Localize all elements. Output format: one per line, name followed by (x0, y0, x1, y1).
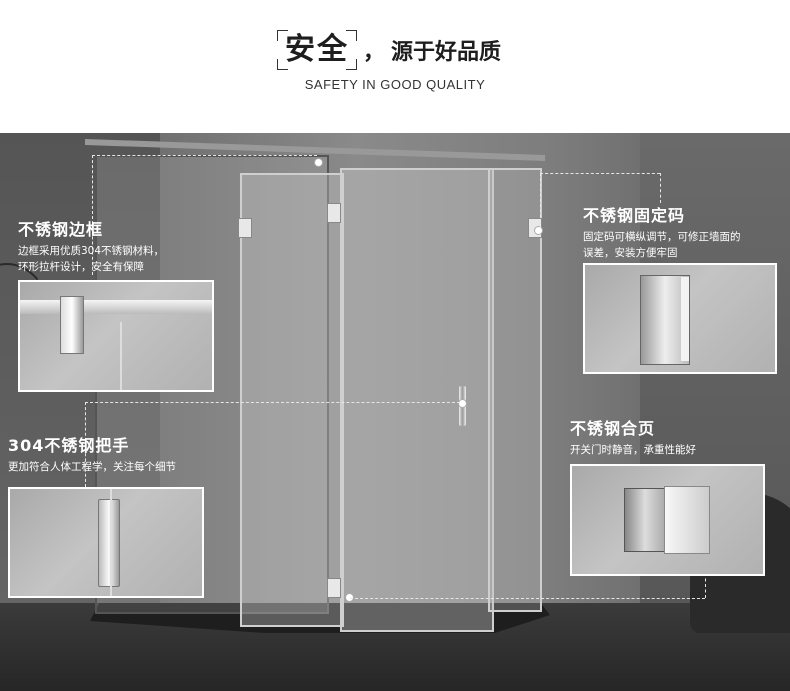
callout-desc: 开关门时静音，承重性能好 (570, 444, 696, 456)
product-scene: 不锈钢边框 边框采用优质304不锈钢材料， 环形拉杆设计，安全有保障 不锈钢固定… (0, 133, 790, 691)
header: 安全 ， 源于好品质 SAFETY IN GOOD QUALITY (0, 0, 790, 133)
leader-line (350, 598, 705, 599)
callout-desc: 边框采用优质304不锈钢材料， (18, 245, 165, 257)
marker-dot (314, 158, 323, 167)
leader-line (85, 402, 86, 487)
callout-desc: 固定码可横纵调节，可修正墙面的 (583, 231, 741, 243)
leader-line (540, 173, 541, 228)
marker-dot (345, 593, 354, 602)
callout-title: 304不锈钢把手 (8, 436, 130, 455)
callout-desc: 更加符合人体工程学，关注每个细节 (8, 461, 176, 473)
callout-hinge: 不锈钢合页 开关门时静音，承重性能好 (570, 418, 696, 458)
leader-line (85, 402, 460, 403)
page-title-separator: ， (363, 40, 386, 65)
fixing-clip-icon (238, 218, 252, 238)
bracket-corner-icon (346, 30, 357, 41)
bracket-corner-icon (346, 59, 357, 70)
title-bracket-frame: 安全 (277, 30, 357, 70)
callout-title: 不锈钢合页 (570, 419, 656, 438)
leader-line (540, 173, 660, 174)
handle-detail-photo (8, 487, 204, 598)
callout-desc: 误差，安装方便牢固 (583, 247, 678, 259)
leader-line (92, 155, 93, 275)
page-subtitle: SAFETY IN GOOD QUALITY (304, 77, 486, 92)
marker-dot (534, 226, 543, 235)
frame-detail-photo (18, 280, 214, 392)
page-title-main: 安全 (285, 32, 349, 67)
callout-frame: 不锈钢边框 边框采用优质304不锈钢材料， 环形拉杆设计，安全有保障 (18, 219, 164, 275)
hinge-icon (327, 578, 341, 598)
hinge-detail-photo (570, 464, 765, 576)
shower-glass-left (240, 173, 344, 627)
marker-dot (458, 399, 467, 408)
bracket-corner-icon (277, 30, 288, 41)
bracket-corner-icon (277, 59, 288, 70)
fixing-detail-photo (583, 263, 777, 374)
callout-handle: 304不锈钢把手 更加符合人体工程学，关注每个细节 (8, 435, 176, 475)
leader-line (705, 573, 706, 598)
callout-title: 不锈钢固定码 (583, 206, 686, 225)
callout-fixing: 不锈钢固定码 固定码可横纵调节，可修正墙面的 误差，安装方便牢固 (583, 205, 741, 261)
callout-title: 不锈钢边框 (18, 220, 104, 239)
leader-line (660, 173, 661, 203)
leader-line (92, 155, 317, 156)
title-row: 安全 ， 源于好品质 (277, 30, 501, 70)
hinge-icon (327, 203, 341, 223)
shower-glass-door (340, 168, 494, 632)
shower-glass-right (488, 168, 542, 612)
callout-desc: 环形拉杆设计，安全有保障 (18, 261, 144, 273)
page-title-sub: 源于好品质 (391, 40, 502, 65)
